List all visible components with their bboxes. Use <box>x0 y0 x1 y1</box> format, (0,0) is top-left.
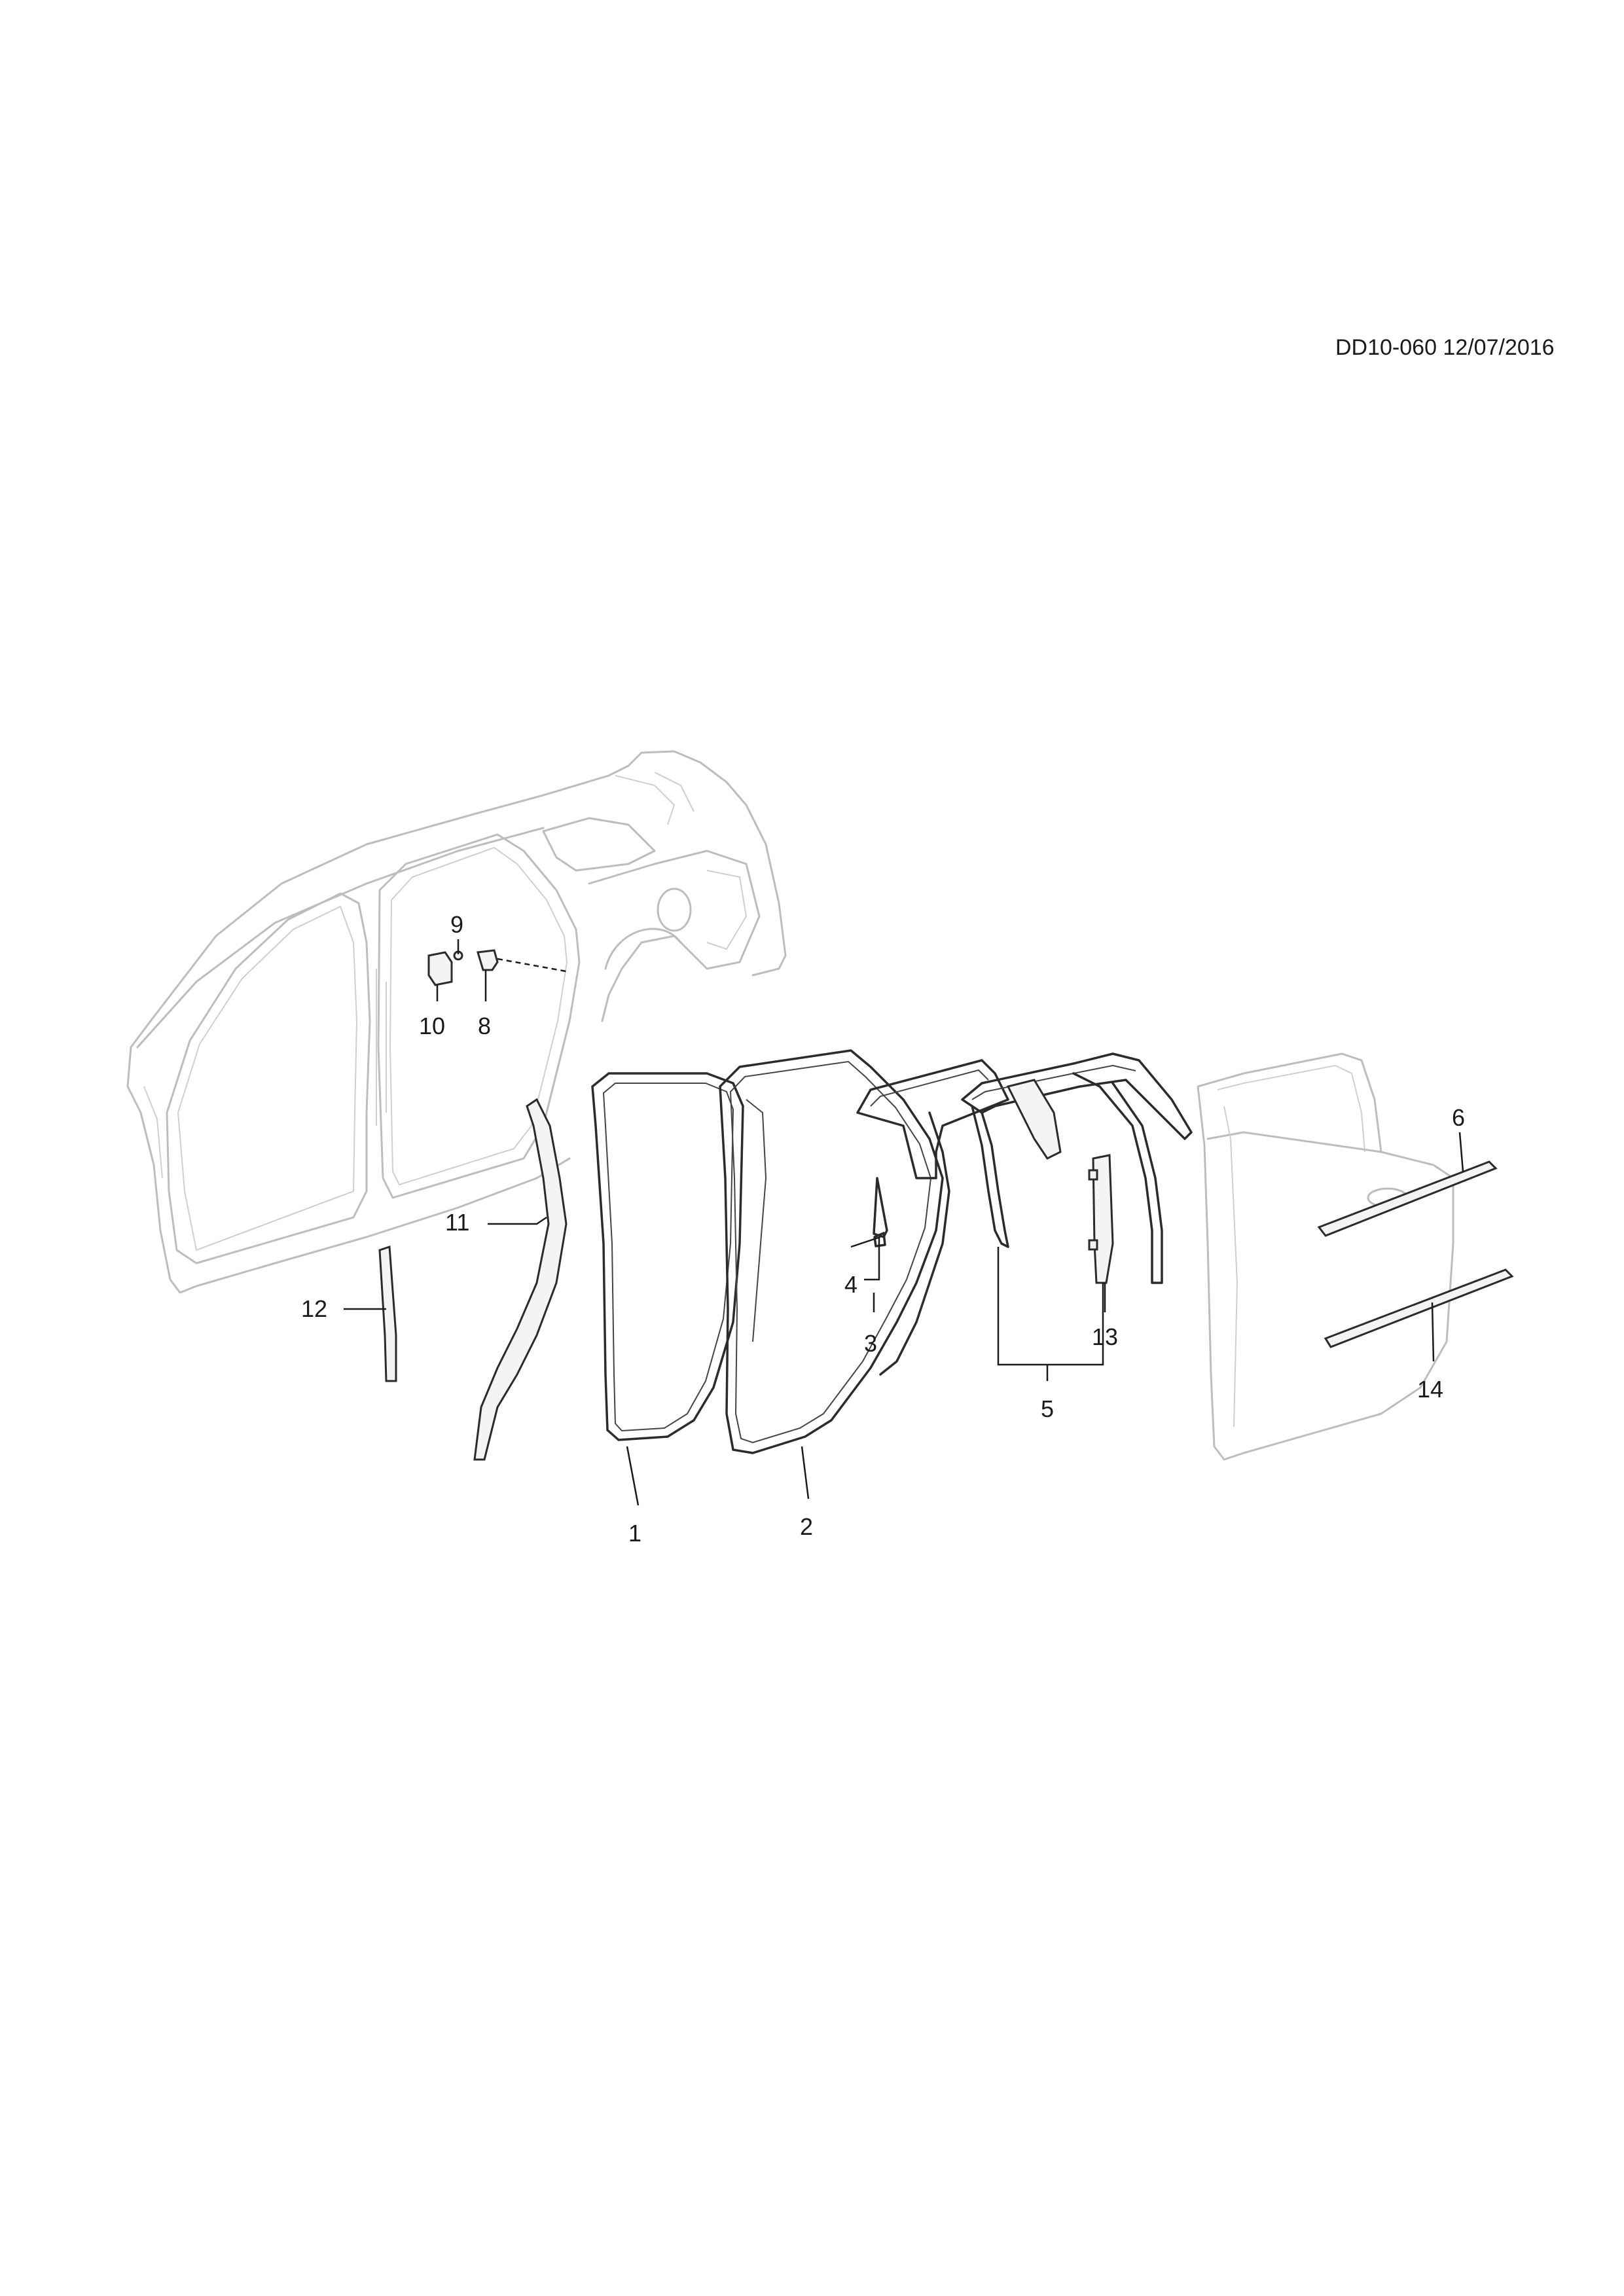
lower-molding-14 <box>1324 1268 1514 1348</box>
clip-4 <box>873 1232 886 1247</box>
callout-9: 9 <box>450 911 463 938</box>
callout-3: 3 <box>864 1330 877 1357</box>
callout-14: 14 <box>1417 1376 1443 1403</box>
callout-5: 5 <box>1041 1395 1054 1422</box>
callout-4: 4 <box>844 1271 857 1298</box>
callout-2: 2 <box>800 1513 813 1540</box>
bracket-13 <box>1088 1154 1114 1284</box>
fastener-group-8-9-10 <box>427 949 570 986</box>
leader-lines <box>344 939 1464 1506</box>
pillar-seal-11 <box>473 1098 568 1461</box>
callout-6: 6 <box>1452 1104 1465 1131</box>
callout-10: 10 <box>419 1013 445 1039</box>
window-frame-seal-5 <box>961 1052 1193 1284</box>
strip-12 <box>378 1245 397 1382</box>
callout-1: 1 <box>628 1520 641 1547</box>
rear-door-panel <box>1197 1052 1454 1461</box>
door-seal-2 <box>719 1049 944 1454</box>
callout-12: 12 <box>301 1295 327 1322</box>
body-side-panel <box>126 750 787 1294</box>
callout-8: 8 <box>478 1013 491 1039</box>
callout-11: 11 <box>445 1209 469 1236</box>
window-channel-3 <box>856 1059 1009 1376</box>
door-seal-1 <box>591 1072 744 1441</box>
callout-13: 13 <box>1092 1323 1118 1350</box>
belt-molding-6 <box>1317 1160 1498 1237</box>
document-id: DD10-060 12/07/2016 <box>1335 335 1555 360</box>
